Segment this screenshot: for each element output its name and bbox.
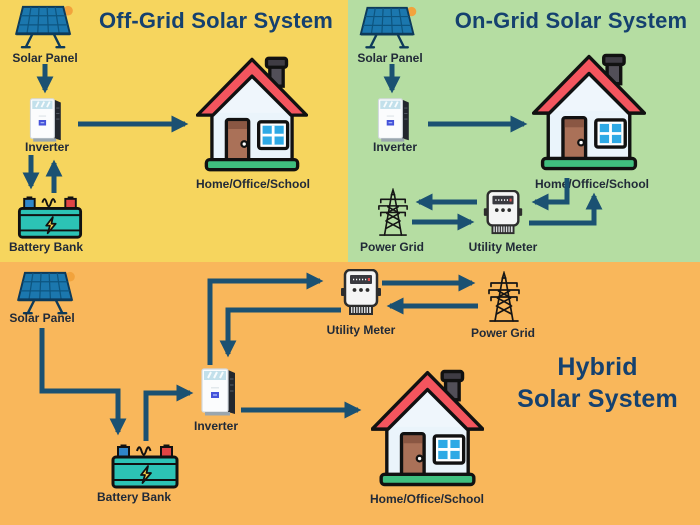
on-grid-title: On-Grid Solar System <box>454 8 688 33</box>
inverter-icon <box>200 366 240 418</box>
inverter-label: Inverter <box>193 419 239 433</box>
solar-panel-label: Solar Panel <box>9 311 75 325</box>
inverter-label: Inverter <box>372 140 418 154</box>
utility-meter-icon <box>341 269 381 317</box>
house-icon <box>371 367 484 489</box>
home-label: Home/Office/School <box>195 177 311 191</box>
battery-bank-icon <box>16 196 84 240</box>
solar-panel-icon <box>12 4 78 52</box>
home-label: Home/Office/School <box>534 177 650 191</box>
battery-bank-icon <box>110 444 180 490</box>
battery-bank-label: Battery Bank <box>96 490 172 504</box>
battery-bank-label: Battery Bank <box>8 240 84 254</box>
inverter-label: Inverter <box>24 140 70 154</box>
home-label: Home/Office/School <box>369 492 485 506</box>
solar-panel-label: Solar Panel <box>357 51 423 65</box>
solar-panel-label: Solar Panel <box>12 51 78 65</box>
hybrid-title-line1: Hybrid <box>557 353 638 381</box>
inverter-icon <box>373 97 417 143</box>
solar-panel-icon <box>357 5 421 52</box>
utility-meter-label: Utility Meter <box>468 240 538 254</box>
inverter-icon <box>25 97 69 143</box>
utility-meter-label: Utility Meter <box>326 323 396 337</box>
power-grid-tower-icon <box>486 271 522 322</box>
off-grid-title: Off-Grid Solar System <box>98 8 334 33</box>
power-grid-label: Power Grid <box>470 326 536 340</box>
house-icon <box>196 55 308 173</box>
hybrid-title-line2: Solar System <box>517 385 678 413</box>
utility-meter-icon <box>483 190 523 236</box>
power-grid-label: Power Grid <box>359 240 425 254</box>
house-icon <box>532 52 646 172</box>
power-grid-tower-icon <box>376 188 410 236</box>
